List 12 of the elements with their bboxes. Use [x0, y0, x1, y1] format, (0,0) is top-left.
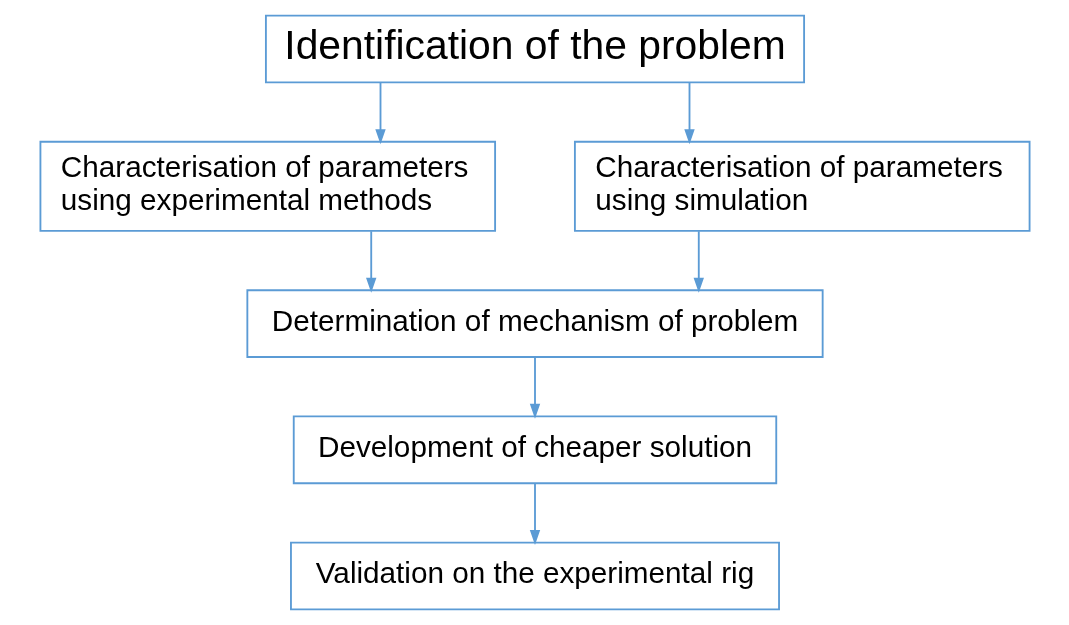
- node-box: Characterisation of parameters using experimental methods: [39, 140, 496, 232]
- arrow: [529, 356, 540, 419]
- node-box: Validation on the experimental rig: [289, 541, 780, 611]
- arrow: [365, 230, 376, 293]
- arrow: [529, 482, 540, 545]
- node-box: Determination of mechanism of problem: [245, 289, 824, 358]
- arrow: [374, 82, 386, 145]
- node-box: Characterisation of parameters using simulation: [573, 140, 1030, 232]
- node-box: Identification of the problem: [264, 14, 805, 84]
- arrow: [693, 230, 704, 293]
- node-box: Development of cheaper solution: [292, 415, 777, 485]
- arrow: [683, 82, 695, 145]
